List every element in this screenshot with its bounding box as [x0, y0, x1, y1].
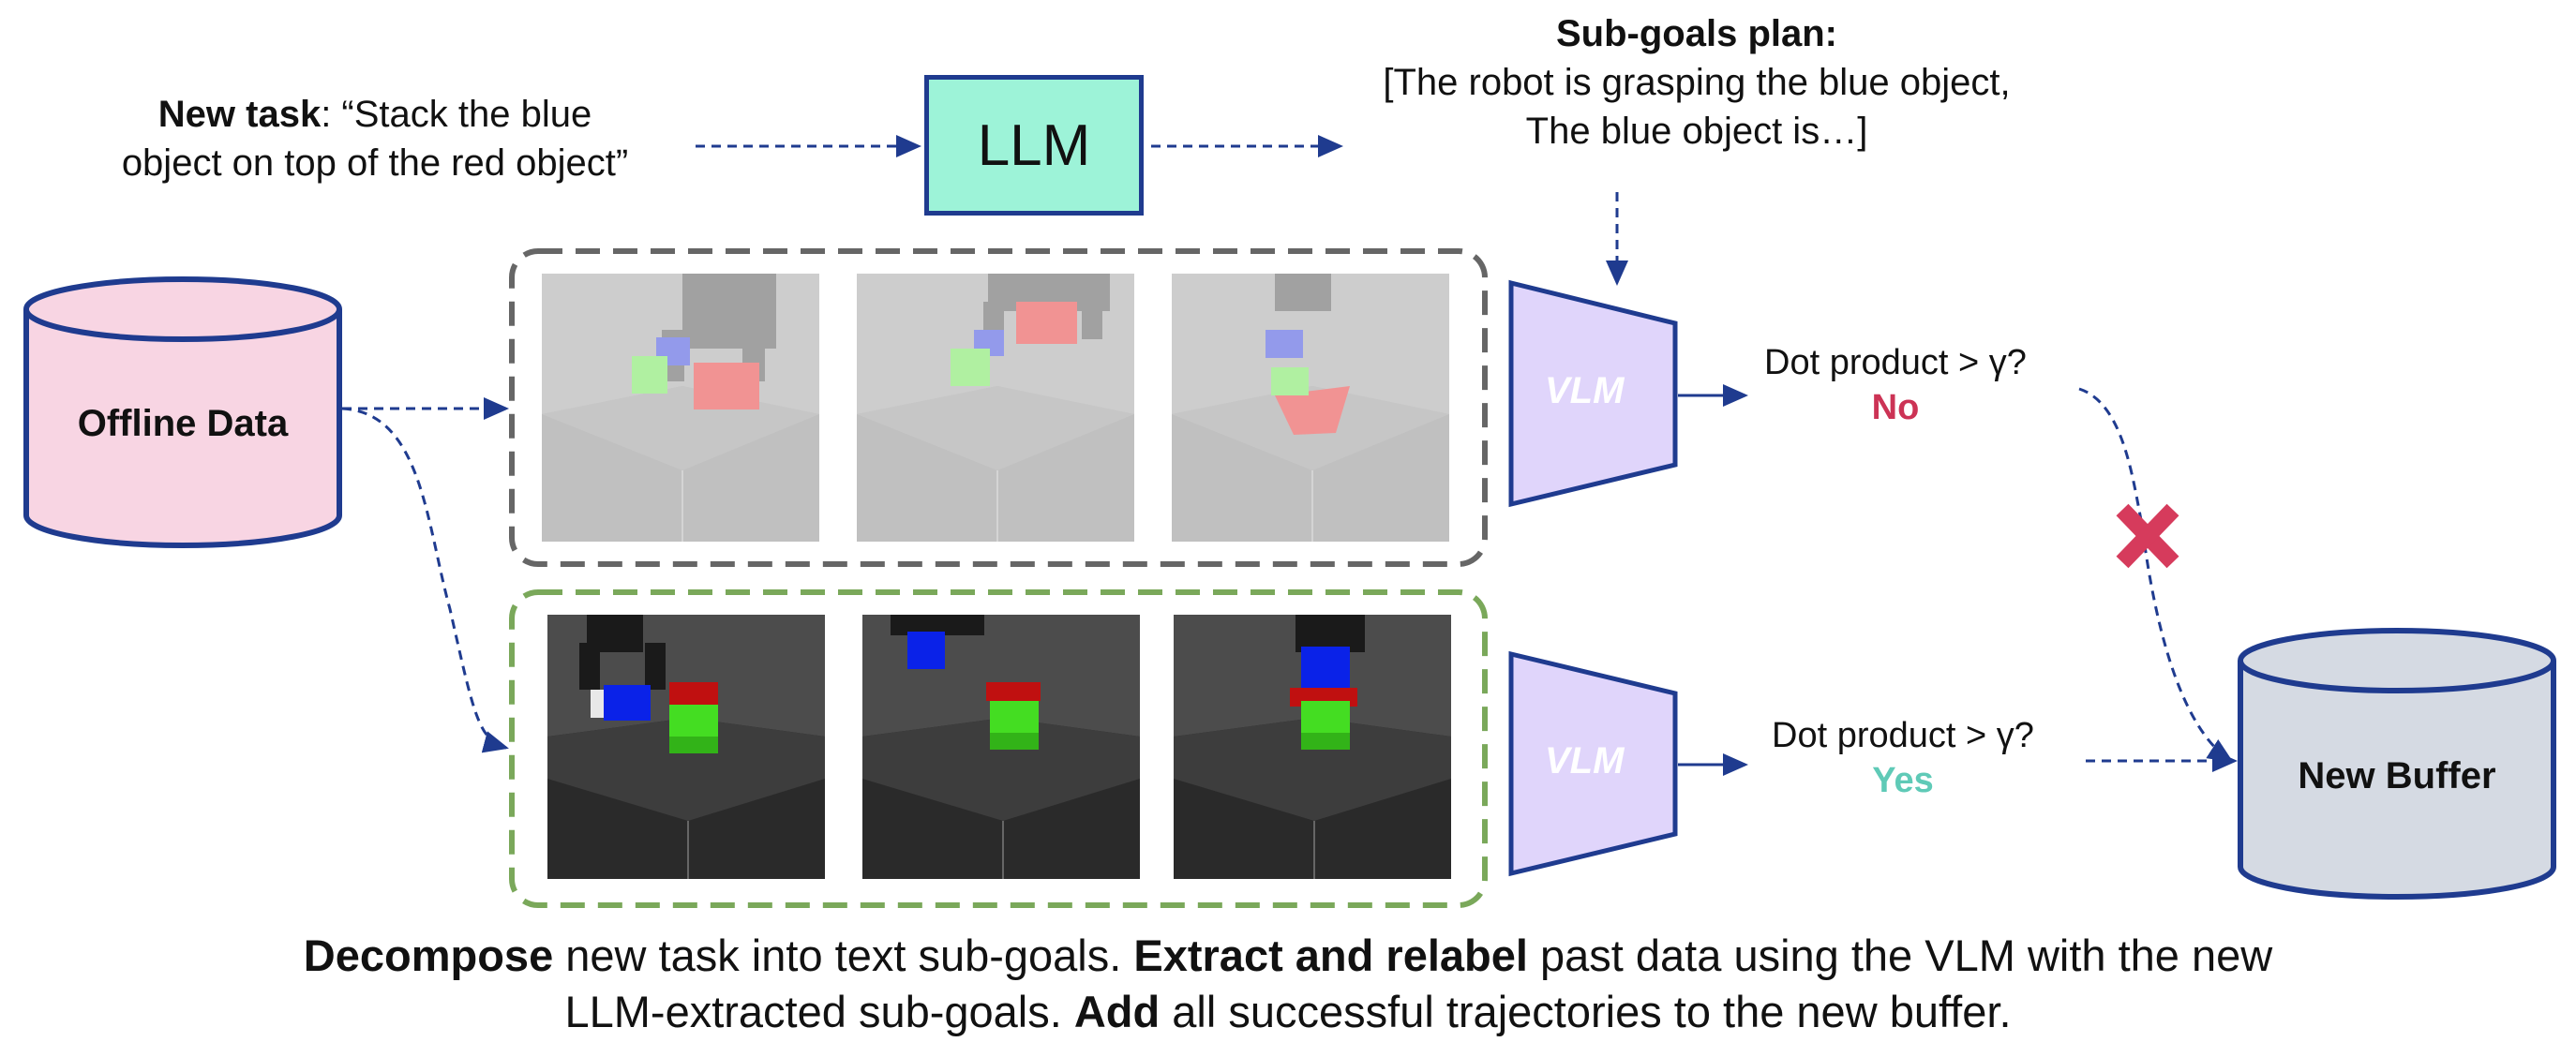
caption-bold-add: Add [1073, 987, 1161, 1036]
offline-data-cylinder [23, 276, 342, 548]
frame-rejected-3 [1172, 274, 1449, 542]
new-task-quote-start: : “Stack the blue [321, 94, 592, 135]
result-no: No [1871, 388, 1920, 427]
frame-accepted-1 [547, 615, 825, 879]
frame-accepted-2 [862, 615, 1140, 879]
frame-accepted-1-image [547, 615, 825, 879]
new-task-label: New task [157, 94, 322, 135]
new-buffer-label: New Buffer [2298, 755, 2496, 796]
frame-rejected-2-image [857, 274, 1134, 542]
new-task-text: New task: “Stack the blue object on top … [75, 90, 675, 187]
trajectory-frame-accepted [509, 589, 1488, 908]
subgoals-plan-line2: The blue object is…] [1525, 111, 1868, 152]
new-task-quote-end: object on top of the red object” [121, 142, 629, 184]
caption-bold-decompose: Decompose [303, 930, 554, 980]
result-yes: Yes [1872, 761, 1934, 800]
caption-text-4: all successful trajectories to the new b… [1160, 987, 2012, 1036]
new-buffer-cylinder [2238, 628, 2556, 900]
subgoals-plan-line1: [The robot is grasping the blue object, [1383, 62, 2011, 103]
frame-accepted-2-image [862, 615, 1140, 879]
frame-accepted-3-image [1174, 615, 1451, 879]
subgoals-plan-title: Sub-goals plan: [1556, 13, 1837, 54]
frame-accepted-3 [1174, 615, 1451, 879]
arrow-rejected-path [2078, 387, 2234, 763]
offline-data-label: Offline Data [77, 403, 289, 444]
llm-box: LLM [924, 75, 1144, 216]
frame-rejected-1 [542, 274, 819, 542]
frame-rejected-1-image [542, 274, 819, 542]
caption-text-1: new task into text sub-goals. [553, 930, 1134, 980]
llm-label: LLM [977, 112, 1091, 178]
vlm-trapezoid-bottom [1508, 650, 1678, 877]
arrow-offline-to-bottom-frame [341, 407, 509, 753]
check-text-top: Dot product > γ? [1764, 343, 2027, 382]
reject-cross-icon [2116, 503, 2179, 569]
subgoals-plan: Sub-goals plan: [The robot is grasping t… [1219, 9, 2175, 156]
caption-text-3: LLM-extracted sub-goals. [564, 987, 1074, 1036]
caption-bold-extract: Extract and relabel [1133, 930, 1528, 980]
vlm-label-top: VLM [1545, 370, 1625, 411]
caption: Decompose new task into text sub-goals. … [0, 928, 2576, 1040]
frame-rejected-3-image [1172, 274, 1449, 542]
frame-rejected-2 [857, 274, 1134, 542]
check-text-bottom: Dot product > γ? [1772, 716, 2034, 755]
trajectory-frame-rejected [509, 248, 1488, 567]
vlm-trapezoid-top [1508, 279, 1678, 508]
caption-text-2: past data using the VLM with the new [1527, 930, 2273, 980]
vlm-label-bottom: VLM [1545, 740, 1625, 782]
